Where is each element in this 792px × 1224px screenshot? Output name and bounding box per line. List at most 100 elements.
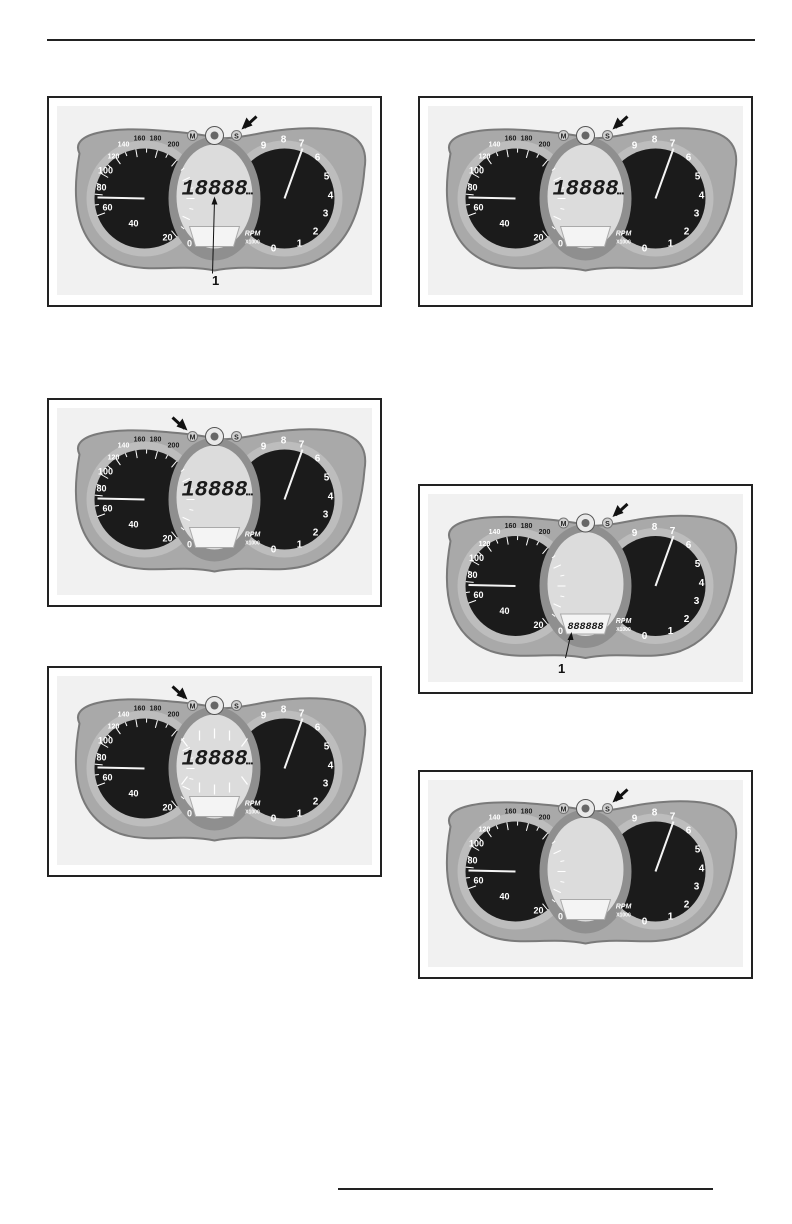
speed-label: 40 <box>499 606 509 616</box>
speed-tick <box>182 176 191 182</box>
rpm-label: 8 <box>281 135 287 146</box>
speed-tick <box>100 474 109 479</box>
rpm-label: 7 <box>670 812 676 823</box>
speed-label: 100 <box>98 736 113 746</box>
speed-label: 60 <box>473 876 483 886</box>
speed-tick <box>467 855 472 859</box>
speed-tick <box>107 734 111 738</box>
rpm-label: 9 <box>632 141 638 152</box>
speed-tick <box>94 774 99 776</box>
set-button <box>231 700 242 711</box>
rpm-needle <box>283 148 304 199</box>
speed-tick <box>468 212 477 217</box>
speed-label: 180 <box>150 136 162 143</box>
speed-tick <box>97 782 106 787</box>
speed-tick <box>171 531 178 539</box>
speed-tick <box>525 537 529 546</box>
speed-tick <box>495 152 499 157</box>
callout-arrowhead <box>211 196 218 205</box>
speed-tick <box>536 826 540 831</box>
speed-tick <box>100 173 109 178</box>
rpm-label: 4 <box>328 492 334 503</box>
speed-tick <box>478 164 482 168</box>
lower-lcd-digits: 888888 <box>567 622 603 633</box>
rpm-multiplier-label: X1000 <box>245 541 260 547</box>
speed-label: 20 <box>162 534 172 544</box>
rpm-label: 5 <box>695 172 701 183</box>
rpm-label: 1 <box>668 912 674 923</box>
lcd-digits: 18888 <box>181 747 247 772</box>
speed-label: 40 <box>128 789 138 799</box>
speed-tick <box>96 752 101 756</box>
speed-tick <box>486 830 492 838</box>
speed-label: 60 <box>102 773 112 783</box>
lower-lcd-window <box>188 527 241 548</box>
rpm-label: 7 <box>670 526 676 537</box>
blink-ray <box>181 738 188 747</box>
speed-tick <box>495 539 499 544</box>
rpm-label: 1 <box>297 809 303 820</box>
speed-label: 100 <box>469 839 484 849</box>
speed-tick <box>96 483 101 487</box>
footer-rule <box>338 1188 713 1190</box>
speed-label: 80 <box>96 484 106 494</box>
speed-tick <box>189 488 194 491</box>
speed-tick <box>189 508 194 511</box>
speed-label: 140 <box>489 142 501 149</box>
speed-tick <box>536 153 540 158</box>
mode-button <box>187 431 198 442</box>
speed-tick <box>495 825 499 830</box>
speed-label: 200 <box>168 142 180 149</box>
rpm-label: 6 <box>315 723 321 734</box>
lcd-window <box>176 714 253 819</box>
speed-label: 160 <box>505 136 517 143</box>
speed-label: 140 <box>489 529 501 536</box>
speed-label: 160 <box>134 437 146 444</box>
speed-tick <box>180 796 185 800</box>
pointer-arrow-head <box>612 790 624 803</box>
speed-label: 80 <box>467 856 477 866</box>
speed-label: 60 <box>473 203 483 213</box>
pointer-arrow-head <box>176 418 188 431</box>
brand-logo-center-icon <box>210 432 219 441</box>
speed-tick <box>94 204 99 206</box>
rpm-label: 4 <box>699 578 705 589</box>
speed-needle <box>468 869 516 873</box>
speed-tick <box>165 153 169 158</box>
speed-tick <box>560 574 565 577</box>
speed-label: 20 <box>533 620 543 630</box>
rpm-label: 3 <box>323 209 329 220</box>
speed-tick <box>94 505 99 507</box>
rpm-label: 2 <box>684 614 690 625</box>
mode-button <box>558 517 569 529</box>
speed-tick <box>115 727 121 735</box>
speed-tick <box>180 167 185 171</box>
rpm-label: 9 <box>632 814 638 825</box>
speed-tick <box>182 215 191 221</box>
speed-needle <box>97 497 145 501</box>
rpm-label: 9 <box>632 528 638 539</box>
rpm-needle <box>283 449 304 500</box>
speed-tick <box>154 720 158 729</box>
rpm-label: 9 <box>261 442 267 453</box>
rpm-unit-label: RPM <box>245 532 261 539</box>
speed-tick <box>182 785 191 791</box>
rpm-label: 7 <box>299 440 305 451</box>
rpm-label: 9 <box>261 711 267 722</box>
lcd-unit-segments: ■■■ <box>246 761 254 766</box>
speed-tick <box>107 164 111 168</box>
lcd-window <box>547 144 624 249</box>
speed-tick <box>171 800 178 808</box>
callout-leader <box>212 200 215 274</box>
speed-tick <box>542 547 549 555</box>
speed-label: 20 <box>533 906 543 916</box>
mode-button <box>558 803 569 814</box>
speed-tick <box>560 595 565 598</box>
speed-tick <box>189 187 194 190</box>
set-button <box>602 517 613 529</box>
brand-logo-center-icon <box>581 519 590 527</box>
